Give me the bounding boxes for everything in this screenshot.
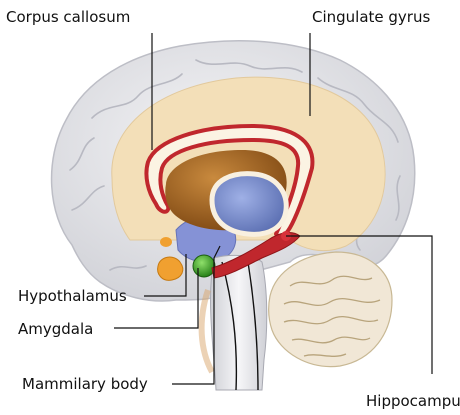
amygdala [158,257,183,280]
label-amygdala: Amygdala [18,320,93,338]
label-mammillary-body: Mammilary body [22,375,148,393]
label-corpus-callosum: Corpus callosum [6,8,130,26]
olfactory-bulb [160,237,172,247]
ventricle [212,174,286,235]
cerebellum [269,252,392,367]
label-hypothalamus: Hypothalamus [18,287,127,305]
label-hippocampus: Hippocampus [366,392,460,410]
label-cingulate-gyrus: Cingulate gyrus [312,8,430,26]
mammillary-body [193,255,215,277]
